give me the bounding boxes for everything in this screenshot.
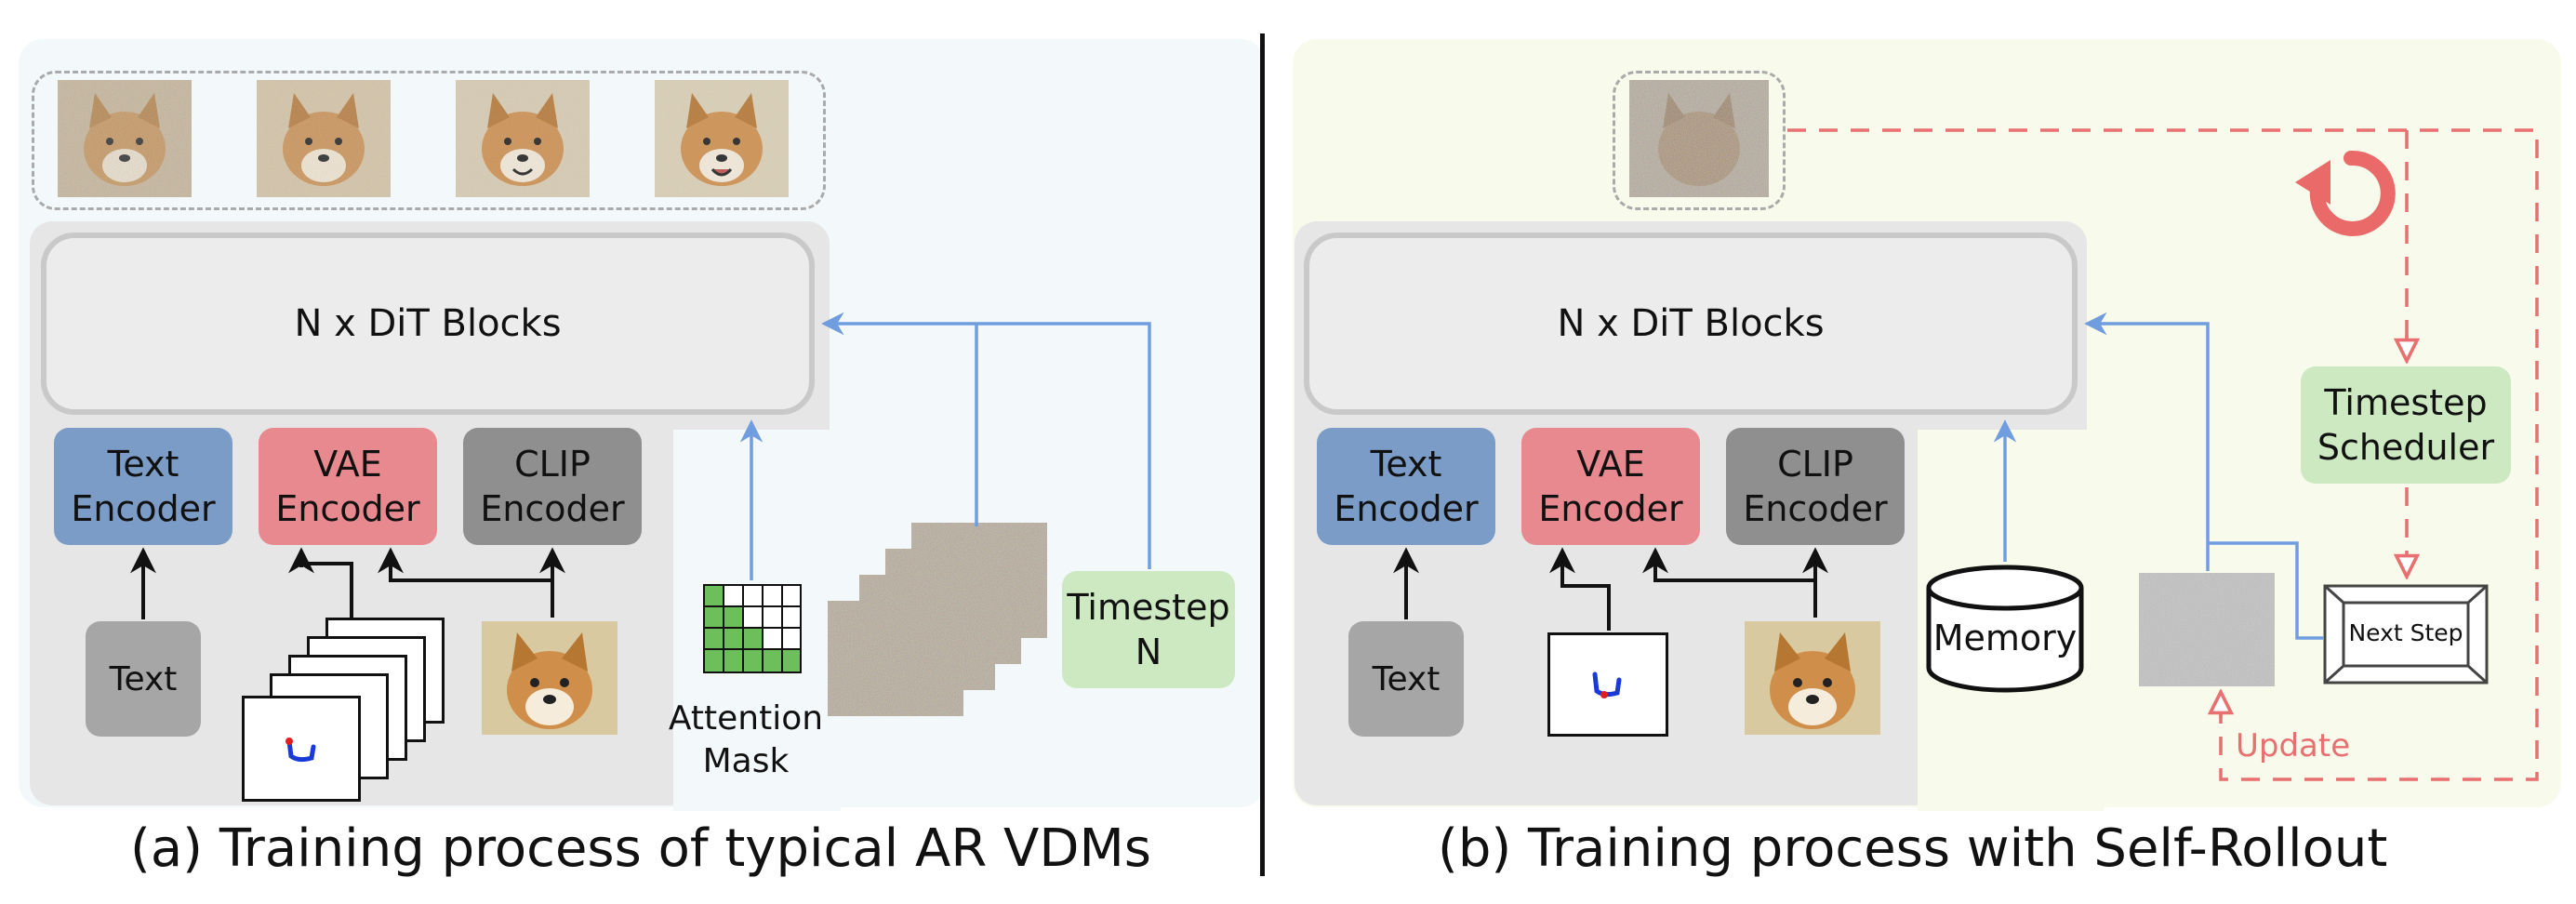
noisy-frames-group	[32, 71, 826, 210]
attention-mask-label: Attention Mask	[668, 699, 824, 780]
attention-mask-grid	[703, 584, 802, 673]
rollout-loop-icon	[2295, 150, 2396, 236]
next-step-box	[2323, 584, 2489, 685]
noisy-dog-frame-1	[58, 80, 192, 197]
noisy-latent-1	[828, 601, 963, 716]
left-arrows	[130, 312, 1151, 619]
timestep-scheduler-box: Timestep Scheduler	[2301, 366, 2511, 484]
left-text-encoder: Text Encoder	[54, 428, 232, 545]
left-vae-encoder: VAE Encoder	[259, 428, 437, 545]
right-text-encoder: Text Encoder	[1317, 428, 1495, 545]
left-reference-dog-image	[482, 621, 617, 735]
noisy-dog-frame-4	[655, 80, 789, 197]
sketch-frame-front	[242, 696, 361, 802]
left-clip-encoder: CLIP Encoder	[463, 428, 642, 545]
right-reference-dog-image	[1745, 621, 1880, 735]
memory-cylinder-icon	[1926, 565, 2084, 693]
right-noise-latent	[2139, 573, 2275, 686]
right-dit-blocks: N x DiT Blocks	[1304, 233, 2078, 415]
left-dit-blocks: N x DiT Blocks	[41, 233, 815, 415]
right-arrows	[1393, 128, 2539, 781]
left-dit-label: N x DiT Blocks	[294, 302, 562, 345]
right-sketch-frame	[1547, 632, 1668, 737]
noisy-dog-frame-3	[456, 80, 590, 197]
right-trajectory-sketch-icon	[1592, 671, 1622, 698]
right-dit-label: N x DiT Blocks	[1557, 302, 1825, 345]
memory-label: Memory	[1932, 618, 2078, 658]
right-vae-encoder: VAE Encoder	[1521, 428, 1700, 545]
left-timestep-box: Timestep N	[1062, 571, 1235, 688]
left-caption: (a) Training process of typical AR VDMs	[130, 818, 1151, 879]
trajectory-sketch-icon	[285, 738, 316, 763]
left-text-input: Text	[86, 621, 201, 737]
right-caption: (b) Training process with Self-Rollout	[1438, 818, 2388, 879]
rollout-frame-group	[1613, 71, 1786, 210]
next-step-label: Next Step	[2348, 619, 2463, 646]
update-label: Update	[2236, 727, 2351, 764]
rollout-noisy-frame	[1629, 80, 1769, 197]
right-clip-encoder: CLIP Encoder	[1726, 428, 1905, 545]
panel-divider	[1260, 33, 1265, 876]
noisy-dog-frame-2	[257, 80, 391, 197]
right-text-input: Text	[1348, 621, 1464, 737]
